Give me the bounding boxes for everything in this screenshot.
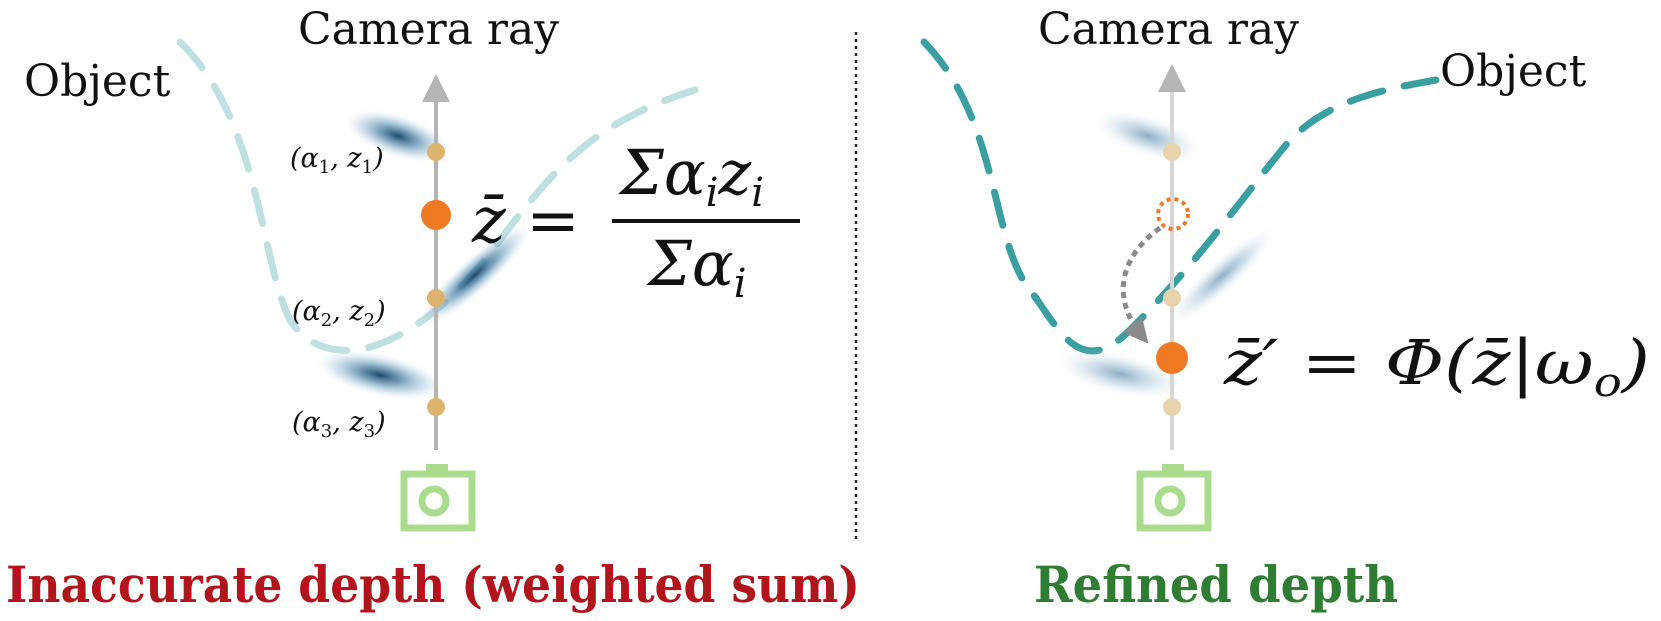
sample-point bbox=[427, 143, 445, 161]
sample-point bbox=[1163, 398, 1181, 416]
formula-numerator: Σαizi bbox=[618, 136, 764, 216]
sample-label-1: (α1, z1) bbox=[290, 143, 384, 178]
camera-icon bbox=[400, 464, 476, 532]
svg-text:(α2, z2): (α2, z2) bbox=[292, 296, 386, 331]
formula-denominator: Σαi bbox=[646, 227, 747, 307]
gaussian-blob bbox=[342, 108, 454, 164]
caption-inaccurate-depth: Inaccurate depth (weighted sum) bbox=[6, 555, 860, 614]
caption-refined-depth: Refined depth bbox=[1034, 555, 1398, 614]
sample-point bbox=[427, 398, 445, 416]
gaussian-blob bbox=[1164, 223, 1280, 329]
sample-label-3: (α3, z3) bbox=[292, 407, 386, 442]
gaussian-blob bbox=[1090, 108, 1206, 164]
depth-estimate-point bbox=[421, 200, 451, 230]
sample-point bbox=[1163, 143, 1181, 161]
sample-label-2: (α2, z2) bbox=[292, 296, 386, 331]
object-label: Object bbox=[24, 56, 171, 107]
svg-text:(α3, z3): (α3, z3) bbox=[292, 407, 386, 442]
gaussian-blob bbox=[1051, 348, 1189, 400]
svg-text:(α1, z1): (α1, z1) bbox=[290, 143, 384, 178]
object-surface-curve bbox=[176, 38, 699, 354]
refinement-arrow bbox=[1120, 225, 1162, 344]
object-label: Object bbox=[1440, 46, 1587, 97]
weighted-sum-formula: z̄ = Σαizi Σαi bbox=[471, 136, 800, 307]
camera-icon bbox=[1136, 464, 1212, 532]
formula-lhs: z̄ = bbox=[471, 184, 580, 258]
initial-depth-point bbox=[1156, 197, 1190, 231]
gaussian-blob bbox=[313, 349, 447, 401]
camera-ray-label: Camera ray bbox=[1038, 4, 1299, 55]
gaussian-blob bbox=[415, 221, 535, 329]
camera-ray-label: Camera ray bbox=[298, 4, 559, 55]
left-panel: Camera ray Object (α1, z1) (α2, z2) (α3,… bbox=[6, 4, 860, 614]
sample-point bbox=[1163, 289, 1181, 307]
refined-depth-point bbox=[1156, 342, 1188, 374]
sample-point bbox=[427, 289, 445, 307]
